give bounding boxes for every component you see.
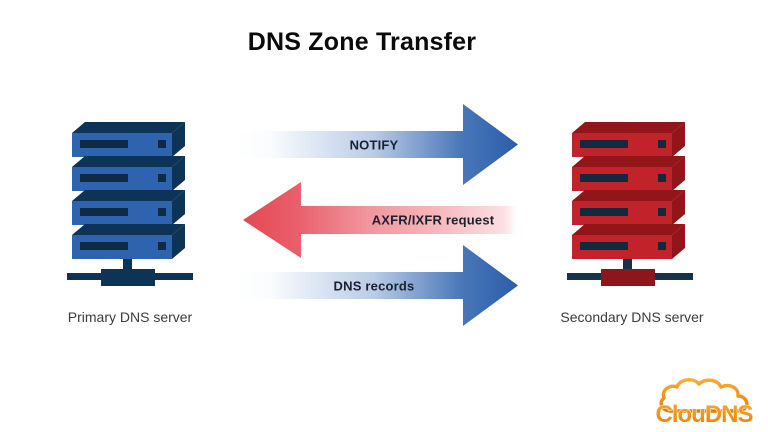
cloudns-logo: ClouDNS: [655, 378, 755, 426]
cloudns-logo-text: ClouDNS: [656, 401, 754, 426]
server-unit: [72, 156, 185, 191]
server-unit: [72, 122, 185, 157]
axfr-request-arrow: [243, 182, 517, 258]
dns-records-arrow: [236, 245, 518, 326]
primary-server-label: Primary DNS server: [67, 309, 193, 325]
server-unit: [72, 224, 185, 259]
secondary-server-label: Secondary DNS server: [560, 309, 704, 325]
primary-dns-server-icon: [67, 122, 193, 286]
secondary-dns-server-icon: [567, 122, 693, 286]
cloud-icon: [659, 378, 749, 413]
server-unit: [572, 190, 685, 225]
notify-label: NOTIFY: [349, 137, 399, 153]
axfr-request-label: AXFR/IXFR request: [371, 212, 495, 228]
server-unit: [572, 224, 685, 259]
server-stand: [567, 259, 693, 286]
server-unit: [72, 190, 185, 225]
flow-arrows: [236, 104, 518, 326]
server-stand: [67, 259, 193, 286]
diagram-title: DNS Zone Transfer: [247, 28, 477, 56]
notify-arrow: [236, 104, 518, 185]
server-unit: [572, 156, 685, 191]
server-unit: [572, 122, 685, 157]
dns-records-label: DNS records: [333, 278, 415, 294]
